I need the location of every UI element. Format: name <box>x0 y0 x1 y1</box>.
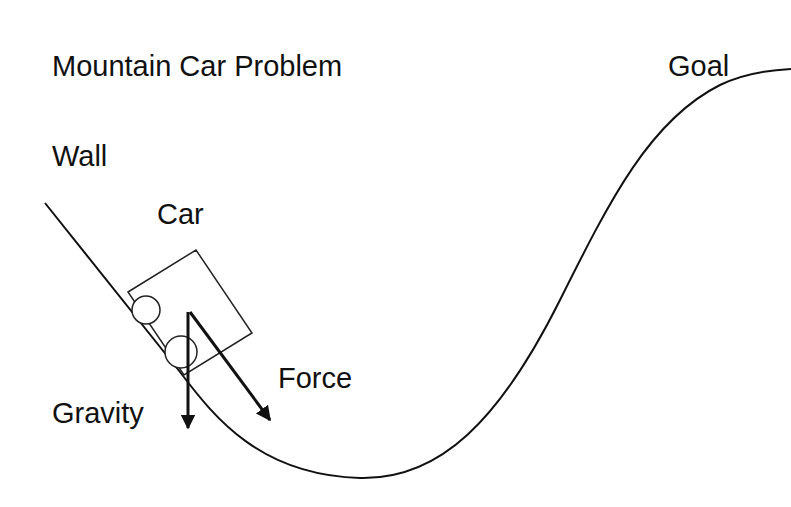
diagram-title: Mountain Car Problem <box>52 50 342 83</box>
goal-label: Goal <box>668 50 729 83</box>
mountain-curve <box>45 69 791 478</box>
force-arrow <box>190 312 270 420</box>
car-wheel <box>132 296 160 324</box>
gravity-arrow <box>187 312 190 428</box>
car-label: Car <box>157 198 204 231</box>
force-label: Force <box>278 362 352 395</box>
car-wheel <box>165 336 197 368</box>
gravity-label: Gravity <box>52 397 144 430</box>
wall-label: Wall <box>52 140 107 173</box>
